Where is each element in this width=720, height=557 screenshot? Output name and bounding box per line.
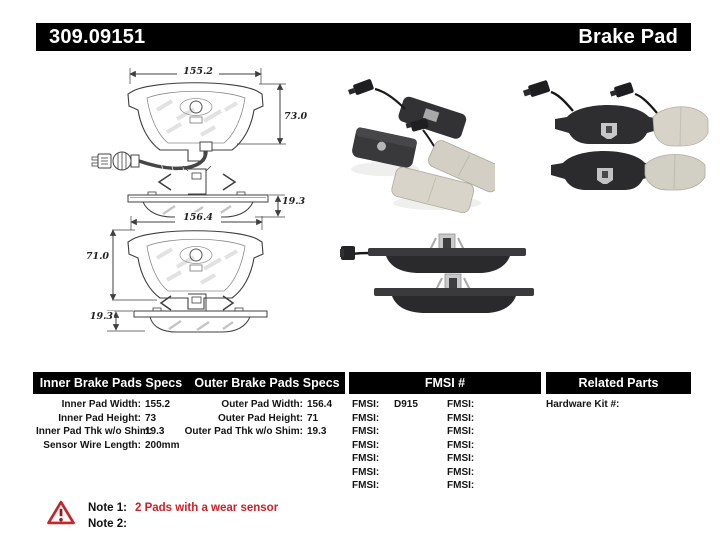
- outer-specs-header: Outer Brake Pads Specs: [194, 376, 340, 390]
- header-bar: 309.09151 Brake Pad: [36, 23, 691, 51]
- note-1-label: Note 1:: [88, 502, 127, 514]
- fmsi-label: FMSI:: [352, 466, 380, 478]
- fmsi-label: FMSI:: [447, 466, 475, 478]
- dim-label-outer-pad-width: 156.4: [175, 212, 221, 223]
- fmsi-label: FMSI:: [352, 399, 380, 410]
- note-1-text: 2 Pads with a wear sensor: [135, 502, 279, 514]
- fmsi-header-bar: FMSI #: [349, 372, 541, 394]
- dim-label-inner-pad-height: 73.0: [283, 111, 315, 122]
- dim-label-inner-pad-thickness: 19.3: [281, 196, 313, 207]
- fmsi-row: FMSI:: [352, 412, 418, 426]
- spec-label: Inner Pad Height:: [58, 412, 141, 424]
- fmsi-row: FMSI: D915: [352, 398, 418, 412]
- fmsi-column-2: FMSI: FMSI: FMSI: FMSI: FMSI: FMSI: FMSI…: [447, 398, 489, 493]
- fmsi-label: FMSI:: [352, 412, 380, 424]
- fmsi-label: FMSI:: [447, 399, 475, 410]
- note-1: Note 1: 2 Pads with a wear sensor: [88, 501, 278, 515]
- spec-row: Outer Pad Width: 156.4: [158, 398, 332, 412]
- outer-specs-column: Outer Pad Width: 156.4 Outer Pad Height:…: [158, 398, 332, 439]
- spec-row: Inner Pad Height: 73: [36, 412, 179, 426]
- spec-row: Inner Pad Width: 155.2: [36, 398, 179, 412]
- product-photo-pads-angled: [347, 79, 495, 213]
- fmsi-row: FMSI:: [352, 452, 418, 466]
- fmsi-row: FMSI:: [352, 466, 418, 480]
- fmsi-label: FMSI:: [352, 480, 380, 491]
- product-photo-pads-edge: [340, 233, 534, 313]
- product-name: Brake Pad: [578, 25, 678, 48]
- related-parts-header-bar: Related Parts: [546, 372, 691, 394]
- spec-label: Inner Pad Thk w/o Shim:: [36, 426, 153, 437]
- spec-value: 71: [307, 412, 319, 424]
- note-2: Note 2:: [88, 517, 135, 531]
- related-part-label: Hardware Kit #:: [546, 399, 620, 410]
- fmsi-column-1: FMSI: D915 FMSI: FMSI: FMSI: FMSI: FMSI:…: [352, 398, 418, 493]
- fmsi-label: FMSI:: [447, 412, 475, 424]
- spec-label: Outer Pad Width:: [221, 399, 303, 410]
- spec-row: Outer Pad Thk w/o Shim: 19.3: [158, 425, 332, 439]
- fmsi-row: FMSI:: [447, 398, 489, 412]
- fmsi-label: FMSI:: [352, 426, 380, 437]
- spec-value: 19.3: [145, 426, 165, 437]
- fmsi-label: FMSI:: [447, 426, 475, 437]
- inner-specs-header: Inner Brake Pads Specs: [39, 376, 183, 390]
- specs-header-bar: Inner Brake Pads Specs Outer Brake Pads …: [33, 372, 345, 394]
- fmsi-row: FMSI:: [352, 439, 418, 453]
- warning-triangle-icon: [47, 500, 75, 525]
- spec-value: 73: [145, 412, 157, 424]
- related-parts-column: Hardware Kit #:: [546, 398, 623, 412]
- spec-value: 19.3: [307, 426, 327, 437]
- spec-value: 200mm: [145, 439, 180, 451]
- fmsi-label: FMSI:: [352, 453, 380, 464]
- fmsi-row: FMSI:: [447, 452, 489, 466]
- fmsi-header: FMSI #: [424, 376, 466, 390]
- part-number: 309.09151: [49, 25, 146, 48]
- fmsi-label: FMSI:: [352, 439, 380, 451]
- fmsi-row: FMSI:: [447, 479, 489, 493]
- fmsi-row: FMSI:: [352, 425, 418, 439]
- dim-label-outer-pad-height: 71.0: [80, 251, 110, 262]
- technical-drawing: [91, 68, 286, 333]
- fmsi-row: FMSI:: [447, 439, 489, 453]
- fmsi-label: FMSI:: [447, 453, 475, 464]
- product-photo-pads-flat: [522, 80, 709, 191]
- note-2-label: Note 2:: [88, 518, 127, 530]
- fmsi-label: FMSI:: [447, 439, 475, 451]
- spec-label: Sensor Wire Length:: [43, 439, 141, 451]
- spec-row: Outer Pad Height: 71: [158, 412, 332, 426]
- spec-label: Outer Pad Thk w/o Shim:: [184, 426, 303, 437]
- fmsi-row: FMSI:: [447, 466, 489, 480]
- spec-row: Sensor Wire Length: 200mm: [36, 439, 179, 453]
- related-part-row: Hardware Kit #:: [546, 398, 623, 412]
- fmsi-label: FMSI:: [447, 480, 475, 491]
- wear-sensor-drawing: [91, 141, 213, 173]
- fmsi-row: FMSI:: [447, 412, 489, 426]
- spec-value: 156.4: [307, 399, 333, 410]
- dim-label-inner-pad-width: 155.2: [177, 66, 219, 77]
- spec-label: Inner Pad Width:: [61, 399, 141, 410]
- dim-label-outer-pad-thickness: 19.3: [84, 311, 114, 322]
- fmsi-row: FMSI:: [447, 425, 489, 439]
- fmsi-value: D915: [394, 399, 418, 410]
- related-parts-header: Related Parts: [578, 376, 659, 390]
- spec-value: 155.2: [145, 399, 171, 410]
- spec-row: Inner Pad Thk w/o Shim: 19.3: [36, 425, 179, 439]
- spec-label: Outer Pad Height:: [217, 412, 303, 424]
- inner-specs-column: Inner Pad Width: 155.2 Inner Pad Height:…: [36, 398, 179, 452]
- fmsi-row: FMSI:: [352, 479, 418, 493]
